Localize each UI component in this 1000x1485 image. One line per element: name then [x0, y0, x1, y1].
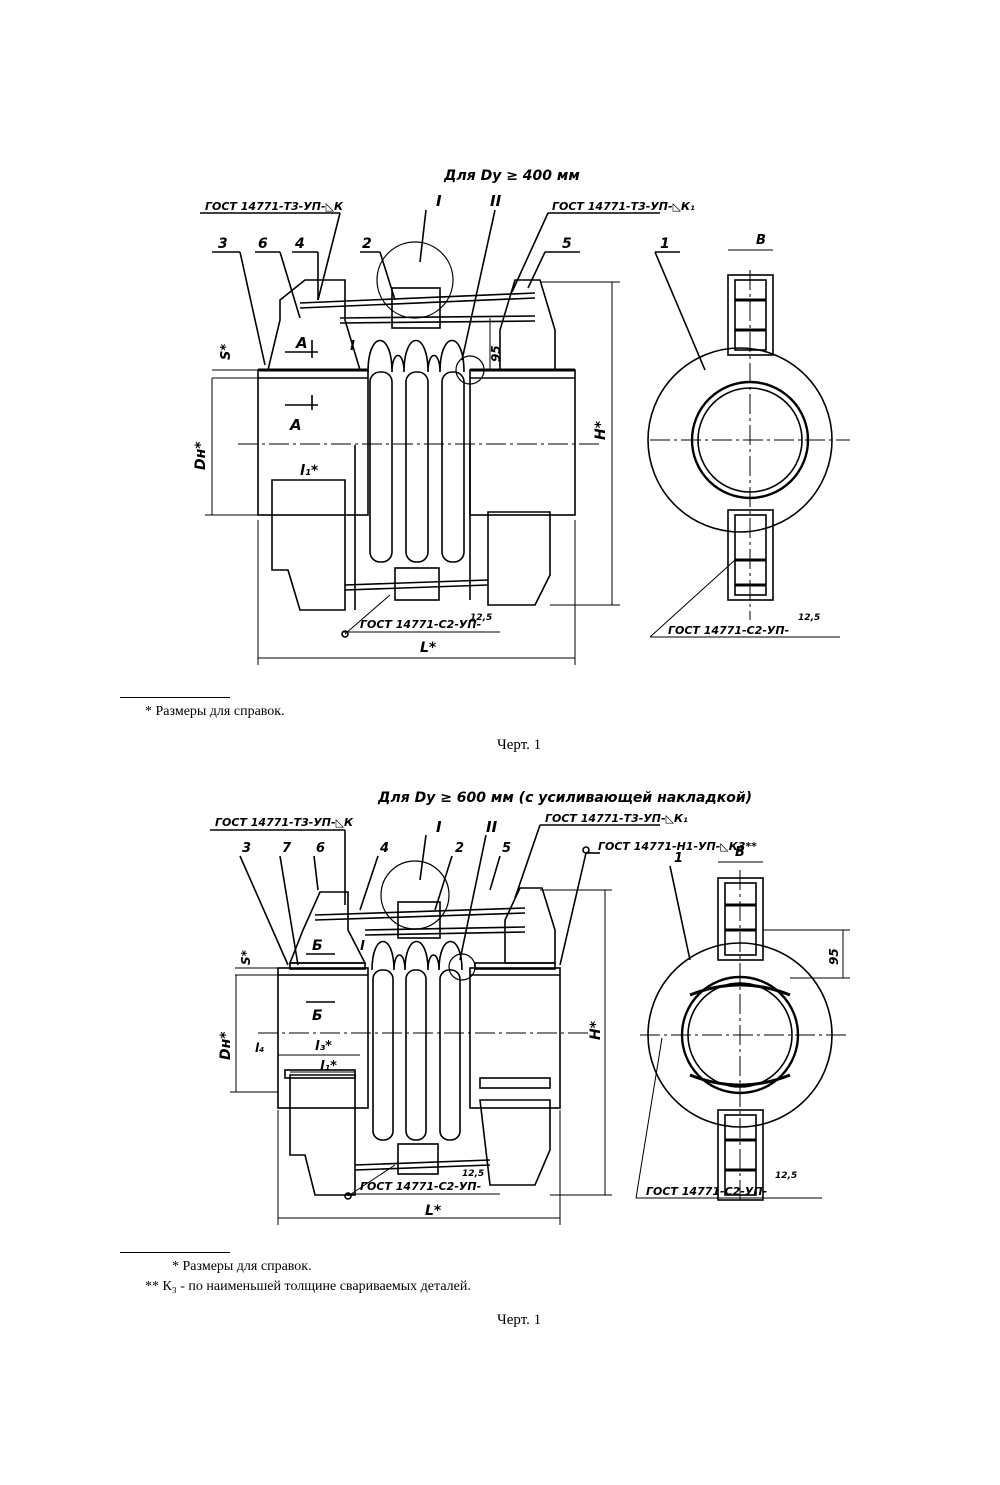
fig1-part-4: 4 [294, 236, 305, 252]
fig1-dim-Dn: Dн* [193, 441, 209, 470]
fig1-section-I: I [436, 192, 442, 210]
fig2-footnote-1: * Размеры для справок. [172, 1259, 312, 1274]
drawing-2: Для Dy ≥ 600 мм (с усиливающей накладкой… [210, 790, 850, 1225]
fig2-part-7: 7 [282, 841, 292, 856]
fig2-dim-l3: l₃* [315, 1039, 332, 1054]
fig2-footnote-rule [120, 1252, 230, 1253]
fig2-dim-H: H* [588, 1020, 604, 1040]
fig2-section-B-top: Б [312, 938, 323, 954]
fig1-dim-l: l [350, 339, 355, 354]
fig2-weld-right: ГОСТ 14771-Т3-УП-◺К₁ [545, 812, 688, 825]
fig1-part-6: 6 [258, 236, 268, 252]
fig1-section-A-bottom: А [289, 416, 302, 434]
fig1-footnote-rule [120, 697, 230, 698]
fig2-part-6: 6 [316, 841, 325, 856]
fig2-weld-side: ГОСТ 14771-С2-УП- [646, 1185, 767, 1198]
fig2-dim-Dn: Dн* [218, 1031, 234, 1060]
fig1-part-5: 5 [562, 236, 572, 252]
fig1-part-2: 2 [362, 236, 372, 252]
fig2-part-5: 5 [502, 841, 511, 856]
fig2-weld-bottom: ГОСТ 14771-С2-УП- [360, 1180, 481, 1193]
fig2-weld-top-right: ГОСТ 14771-Н1-УП-◺К3** [598, 840, 757, 853]
fig1-dim-H: H* [593, 420, 609, 440]
fig1-dim-95: 95 [489, 345, 503, 362]
fig1-footnote: * Размеры для справок. [145, 704, 285, 719]
fig2-title: Для Dy ≥ 600 мм (с усиливающей накладкой… [377, 790, 752, 806]
fig1-section-II: II [490, 192, 502, 210]
fig1-weld-left: ГОСТ 14771-Т3-УП-◺К [205, 200, 344, 213]
fig1-weld-right: ГОСТ 14771-Т3-УП-◺К₁ [552, 200, 695, 213]
fig2-dim-S: S* [239, 949, 253, 965]
fig1-section-A-top: А [295, 334, 308, 352]
fig2-dim-95: 95 [827, 948, 841, 965]
fig1-dim-l1: l₁* [300, 463, 319, 479]
fig2-roughness-side: 12,5 [775, 1171, 797, 1181]
fig2-caption: Черт. 1 [497, 1312, 542, 1328]
fig2-weld-left: ГОСТ 14771-Т3-УП-◺К [215, 816, 354, 829]
fig2-section-B-bottom: Б [312, 1008, 323, 1024]
fig1-part-1: 1 [660, 236, 670, 252]
fig2-dim-l: l [360, 939, 365, 954]
fig1-dim-S: S* [219, 344, 234, 360]
fig1-roughness-bottom: 12,5 [470, 613, 492, 623]
fig1-dim-B: B [756, 233, 766, 248]
fig2-dim-L: L* [425, 1203, 442, 1219]
fig2-part-4: 4 [379, 841, 389, 856]
fig2-section-I: I [436, 818, 442, 836]
fig1-part-3: 3 [218, 236, 228, 252]
fig1-roughness-side: 12,5 [798, 613, 820, 623]
fig1-weld-side: ГОСТ 14771-С2-УП- [668, 624, 789, 637]
fig1-title: Для Dy ≥ 400 мм [443, 168, 580, 184]
drawing-1: Для Dy ≥ 400 мм ГОСТ 14771-Т3-УП-◺К ГОСТ… [193, 168, 850, 665]
fig2-dim-B: B [735, 845, 745, 860]
fig2-part-2: 2 [455, 841, 464, 856]
fig1-weld-bottom: ГОСТ 14771-С2-УП- [360, 618, 481, 631]
fig2-section-II: II [486, 818, 498, 836]
fig2-roughness-bottom: 12,5 [462, 1169, 484, 1179]
fig1-caption: Черт. 1 [497, 737, 542, 753]
fig2-dim-l1: l₁* [320, 1059, 337, 1074]
fig2-footnote-2: ** К₃ - по наименьшей толщине свариваемы… [145, 1279, 471, 1294]
fig2-dim-l4: l₄ [255, 1041, 264, 1055]
fig2-part-1: 1 [674, 851, 683, 866]
fig2-part-3: 3 [242, 841, 251, 856]
fig1-dim-L: L* [420, 640, 437, 656]
